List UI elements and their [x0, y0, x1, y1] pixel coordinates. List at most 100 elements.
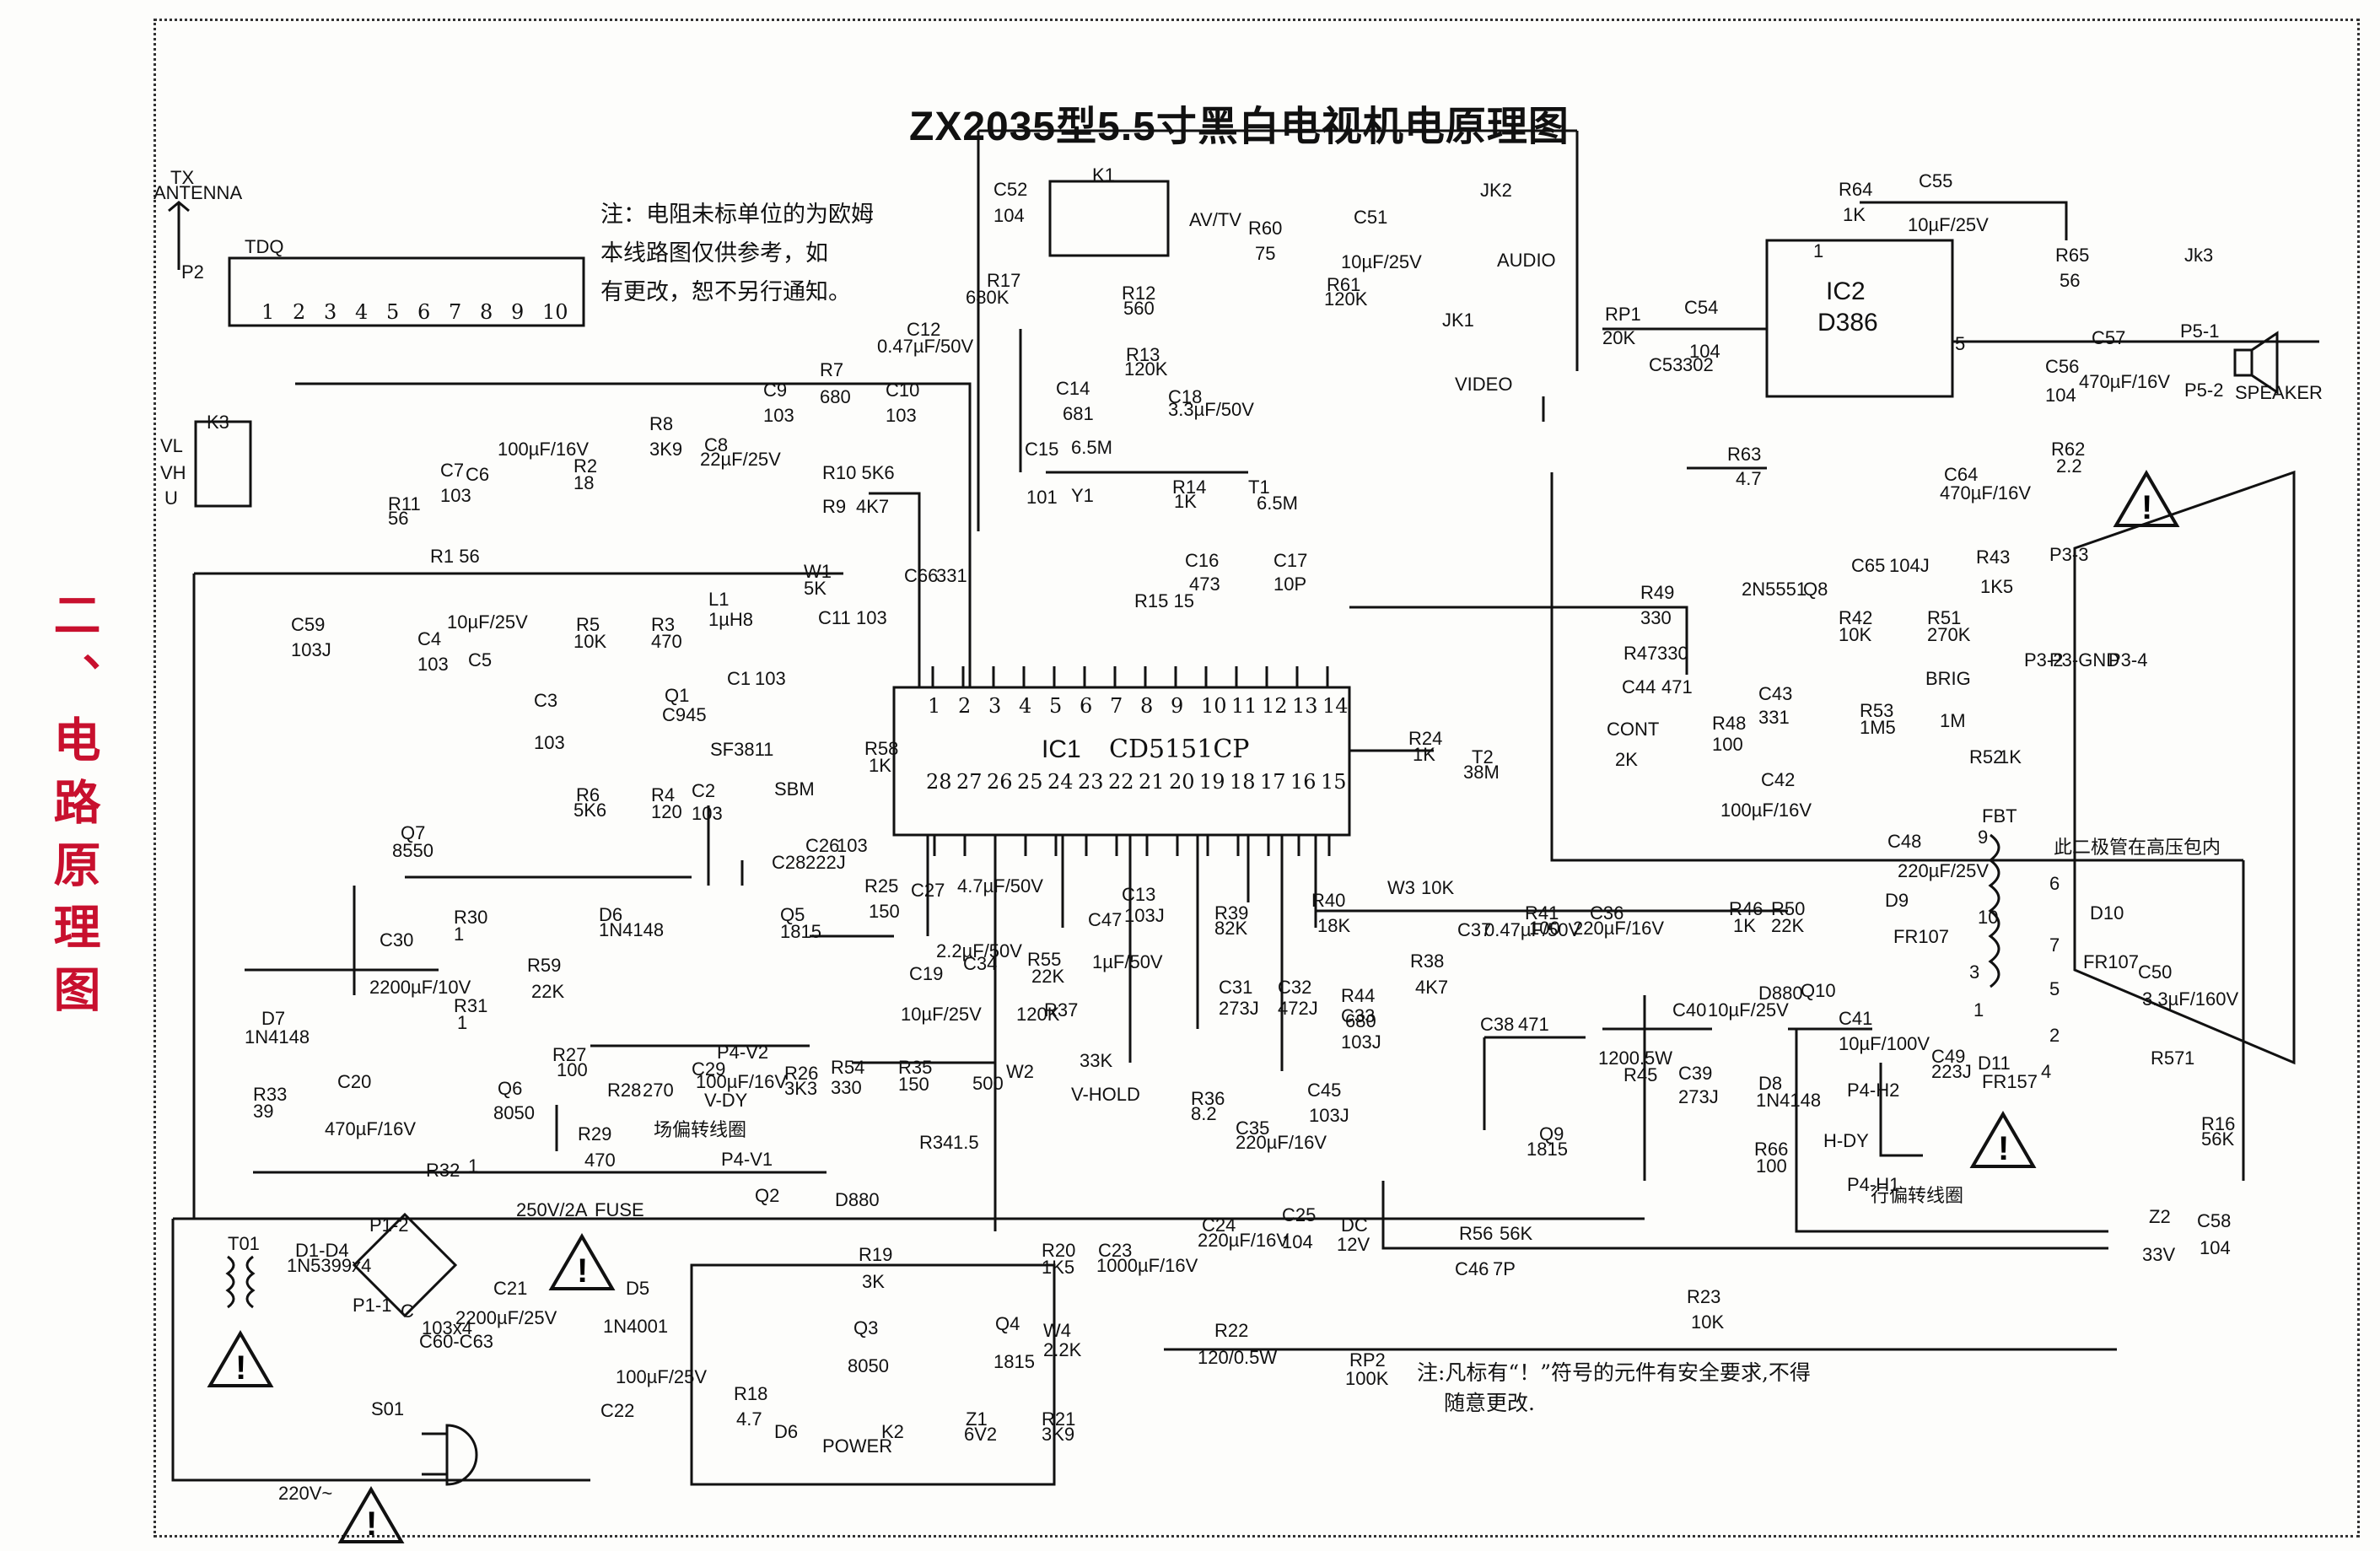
component-label: P4-V2	[717, 1042, 768, 1063]
warning-icon: !	[2113, 470, 2180, 527]
component-label: K3	[207, 412, 229, 433]
component-label: 10K	[573, 631, 606, 652]
component-label: D11	[1978, 1053, 2011, 1074]
component-label: 10	[1978, 907, 1998, 928]
component-label: D10	[2090, 902, 2124, 924]
component-label: 270K	[1927, 624, 1971, 645]
ic1-pin-label: 18	[1230, 770, 1256, 794]
component-label: 8550	[392, 840, 433, 861]
component-label: 1815	[780, 921, 821, 942]
component-label: 5K	[804, 578, 827, 599]
component-label: 39	[253, 1101, 273, 1122]
component-label: 3K3	[784, 1078, 817, 1099]
component-label: R30	[454, 907, 487, 928]
component-label: 56	[388, 508, 408, 529]
component-label: 75	[1255, 243, 1275, 264]
note-line: 本线路图仅供参考，如	[600, 240, 828, 267]
tuner-pin-label: 6	[417, 300, 430, 324]
component-label: 8050	[493, 1102, 535, 1123]
component-label: 3K	[862, 1271, 885, 1292]
component-label: 4.7	[1736, 468, 1762, 489]
component-label: FUSE	[595, 1199, 644, 1220]
component-label: C20	[337, 1071, 371, 1092]
component-label: 10K	[1839, 624, 1871, 645]
component-label: R12	[1122, 283, 1155, 304]
component-label: 9	[1978, 827, 1988, 848]
component-label: 472J	[1278, 998, 1318, 1019]
component-label: Q7	[401, 822, 425, 843]
component-label: 8.2	[1191, 1103, 1217, 1124]
component-label: R4	[651, 784, 675, 805]
component-label: C55	[1919, 170, 1952, 191]
component-label: Z1	[966, 1408, 988, 1430]
ic2-ref-label: IC2	[1826, 277, 1866, 305]
component-label: R21	[1042, 1408, 1075, 1430]
component-label: TDQ	[245, 236, 283, 257]
component-label: 150	[869, 901, 900, 922]
component-label: 103	[755, 668, 786, 689]
ic1-pin-label: 20	[1169, 770, 1195, 794]
component-label: Y1	[1071, 485, 1094, 506]
ic1-pin-label: 12	[1262, 694, 1288, 718]
component-label: 1N4148	[599, 919, 664, 940]
component-label: C2	[692, 780, 715, 801]
component-label: 12V	[1337, 1234, 1370, 1255]
component-label: P1-2	[369, 1214, 408, 1236]
ic1-pin-label: 5	[1049, 694, 1062, 718]
component-label: 1K	[1413, 744, 1435, 765]
component-label: 3.3µF/50V	[1168, 399, 1254, 420]
component-label: W4	[1043, 1320, 1071, 1341]
tuner-pin-label: 5	[386, 300, 399, 324]
component-label: P4-H2	[1847, 1080, 1899, 1101]
component-label: 104	[1689, 341, 1720, 362]
ic1-pin-label: 25	[1017, 770, 1043, 794]
antenna-icon	[168, 201, 190, 270]
component-label: R57	[2151, 1047, 2184, 1069]
component-label: 470µF/16V	[2079, 371, 2170, 392]
component-label: 250V/2A	[516, 1199, 588, 1220]
ic1-pin-label: 7	[1110, 694, 1123, 718]
component-label: 104J	[1889, 555, 1930, 576]
component-label: C54	[1684, 297, 1718, 318]
component-label: R10 5K6	[822, 462, 895, 483]
component-label: R25	[864, 875, 898, 897]
component-label: C7	[440, 460, 464, 481]
component-label: 560	[1123, 298, 1155, 319]
component-label: 120/0.5W	[1198, 1347, 1277, 1368]
component-label: DC	[1341, 1214, 1368, 1236]
component-label: 100µF/16V	[1720, 800, 1812, 821]
component-label: 103J	[291, 639, 331, 660]
ic1-pin-label: 9	[1171, 694, 1183, 718]
component-label: C16	[1185, 550, 1219, 571]
component-label: 120K	[1124, 358, 1168, 380]
component-label: R40	[1311, 890, 1345, 911]
ic1-pin-label: 4	[1019, 694, 1031, 718]
component-label: 1K	[1843, 204, 1866, 225]
component-label: R48	[1712, 713, 1746, 734]
component-label: 1K5	[1980, 576, 2013, 597]
component-label: C24	[1202, 1214, 1236, 1236]
component-label: C6	[466, 464, 489, 485]
component-label: P4-H1	[1847, 1174, 1899, 1195]
plug-icon	[422, 1424, 478, 1486]
component-label: T01	[228, 1233, 260, 1254]
component-label: 1	[454, 924, 464, 945]
component-label: C51	[1354, 207, 1387, 228]
component-label: C50	[2138, 961, 2172, 983]
component-label: R50	[1771, 898, 1805, 919]
component-label: R34	[919, 1132, 953, 1153]
component-label: 681	[1063, 403, 1094, 424]
component-label: C34	[963, 953, 997, 974]
component-label: R63	[1727, 444, 1761, 465]
component-label: 20K	[1602, 327, 1635, 348]
component-label: C5	[468, 649, 492, 670]
component-label: 220µF/16V	[1573, 918, 1664, 939]
component-label: 2200µF/10V	[369, 977, 471, 998]
component-label: 104	[993, 205, 1025, 226]
speaker-icon	[2233, 331, 2279, 395]
component-label: R20	[1042, 1240, 1075, 1261]
component-label: R41	[1525, 902, 1559, 924]
component-label: R22	[1214, 1320, 1248, 1341]
component-label: 1N4148	[1756, 1090, 1821, 1111]
component-label: C45	[1307, 1080, 1341, 1101]
